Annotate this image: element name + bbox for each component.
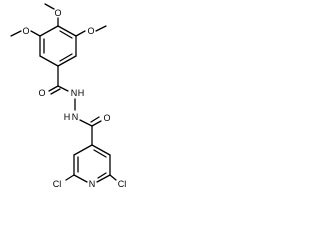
atom-n-2: N (72, 112, 79, 122)
atom-o-upper-right: O (87, 26, 94, 36)
methoxy-upper-right: O (75, 25, 107, 37)
chloro-right: Cl (109, 174, 127, 189)
methoxy-top: O (44, 3, 62, 27)
atom-cl-right: Cl (118, 179, 127, 189)
atom-cl-left: Cl (53, 179, 62, 189)
hydrazide-nh-2: H N (64, 112, 93, 127)
pyridine-ring: N (73, 144, 111, 189)
methoxy-upper-left: O (10, 26, 41, 37)
atom-o-carbonyl-1: O (38, 88, 45, 98)
atom-o-upper-left: O (22, 26, 29, 36)
upper-benzene-ring (39, 25, 77, 67)
carbonyl-1: O (38, 65, 69, 98)
atom-o-carbonyl-2: O (103, 113, 110, 123)
atom-n-1: N (71, 88, 78, 98)
atom-n-ring: N (89, 179, 96, 189)
atom-h-2: H (64, 112, 71, 122)
atom-h-1: H (78, 88, 85, 98)
hydrazide-nh-1: N H (71, 88, 85, 111)
carbonyl-2: O (90, 113, 111, 146)
chloro-left: Cl (53, 174, 75, 189)
molecule-structure: O O O O N H H N O (10, 3, 127, 189)
atom-o-top: O (54, 8, 61, 18)
